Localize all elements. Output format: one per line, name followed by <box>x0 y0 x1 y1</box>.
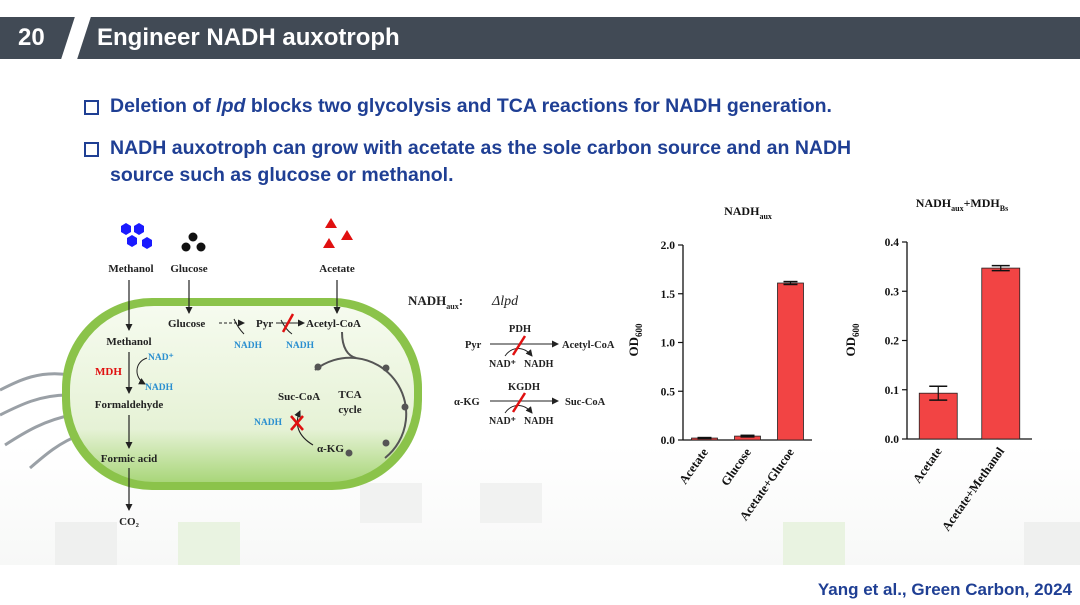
y-tick-label: 2.0 <box>661 240 676 252</box>
formic-acid-label: Formic acid <box>101 453 158 465</box>
citation: Yang et al., Green Carbon, 2024 <box>817 580 1072 599</box>
glycolysis-nadh-label: NADH <box>234 341 263 351</box>
methanol-label: Methanol <box>108 263 153 275</box>
square-bullet-icon <box>84 142 99 157</box>
pyruvate-label: Pyr <box>256 318 273 330</box>
methanol-nadh-label: NADH <box>145 383 174 393</box>
title-bar <box>0 17 1080 59</box>
kgdh-enzyme-label: KGDH <box>508 382 540 393</box>
y-tick-label: 1.5 <box>661 289 676 301</box>
bar <box>981 267 1021 440</box>
mdh-cofactor-arrow <box>136 357 148 385</box>
pdh-substrate-label: Pyr <box>465 340 482 351</box>
acetate-label: Acetate <box>319 263 355 275</box>
kgdh-substrate-label: α-KG <box>454 397 480 408</box>
pdh-reaction-blocked-mark <box>511 335 527 356</box>
pdh-nadh-label: NADH <box>286 341 315 351</box>
methanol-nad-plus-label: NAD⁺ <box>148 353 174 363</box>
category-label: Glucose <box>718 445 754 488</box>
bullet-2-text: NADH auxotroph can grow with acetate as … <box>110 137 852 186</box>
glycolysis-cofactor-arrow <box>233 318 245 335</box>
category-label: Acetate <box>910 444 945 485</box>
background-tile <box>178 522 240 565</box>
lpd-deletion-label: Δlpd <box>491 294 519 309</box>
tca-node <box>314 363 322 371</box>
co2-label: CO₂ <box>119 516 140 528</box>
pdh-product-label: Acetyl-CoA <box>562 340 615 351</box>
kgdh-blocked-mark <box>290 415 304 431</box>
slide-number: 20 <box>18 24 45 51</box>
flagellum <box>0 393 69 417</box>
category-label: Acetate+Methanol <box>939 444 1007 533</box>
tca-node <box>382 439 390 447</box>
pdh-cofactor-arrow <box>280 319 293 335</box>
glucose-label: Glucose <box>170 263 207 275</box>
genotype-label: NADHaux: <box>408 293 463 311</box>
chart-title: NADHaux+MDHBs <box>916 196 1008 213</box>
kgdh-nad-plus-label: NAD⁺ <box>489 416 516 427</box>
bullet-1-text: Deletion of lpd blocks two glycolysis an… <box>110 95 832 117</box>
bar <box>777 282 804 441</box>
flagellum <box>0 372 71 392</box>
y-tick-label: 0.0 <box>661 435 676 447</box>
tca-node <box>401 403 409 411</box>
flagellum <box>4 413 73 447</box>
y-axis-label: OD600 <box>843 323 861 357</box>
square-bullet-icon <box>84 100 99 115</box>
background-tile <box>480 483 542 523</box>
formaldehyde-label: Formaldehyde <box>95 399 164 411</box>
y-tick-label: 1.0 <box>661 338 676 350</box>
category-label: Acetate <box>676 445 711 486</box>
tca-node <box>345 449 353 457</box>
kgdh-reaction-blocked-mark <box>511 392 527 413</box>
y-tick-label: 0.5 <box>661 386 676 398</box>
pdh-enzyme-label: PDH <box>509 324 531 335</box>
methanol-inner-label: Methanol <box>106 336 151 348</box>
y-tick-label: 0.2 <box>885 336 900 348</box>
tca-nadh-label: NADH <box>254 418 283 428</box>
y-tick-label: 0.1 <box>885 385 900 397</box>
background-tile <box>360 483 422 523</box>
kgdh-arrow <box>294 410 314 446</box>
pdh-nadh-product-label: NADH <box>524 359 554 370</box>
pdh-blocked-mark <box>281 313 295 333</box>
glucose-inner-label: Glucose <box>168 318 205 330</box>
background-tile <box>1024 522 1080 565</box>
y-tick-label: 0.4 <box>885 237 900 249</box>
pdh-nad-plus-label: NAD⁺ <box>489 359 516 370</box>
bar-chart-nadh-aux-mdh: NADHaux+MDHBs OD600 0.0 0.1 0.2 0.3 0.4 Acet… <box>843 196 1032 534</box>
glucose-molecules-icon <box>181 232 206 252</box>
slide-title: Engineer NADH auxotroph <box>97 24 400 51</box>
y-tick-label: 0.0 <box>885 434 900 446</box>
alpha-kg-label: α-KG <box>317 443 344 455</box>
tca-label: TCA <box>338 389 361 401</box>
tca-cycle-circle <box>314 356 408 459</box>
mdh-enzyme-label: MDH <box>95 366 122 378</box>
y-tick-label: 0.3 <box>885 286 900 298</box>
tca-node <box>382 364 390 372</box>
chart-title: NADHaux <box>724 204 772 221</box>
methanol-molecules-icon <box>121 223 152 249</box>
acetate-molecules-icon <box>323 218 353 248</box>
background-tile <box>55 522 117 565</box>
cycle-label: cycle <box>338 404 361 416</box>
acetyl-coa-label: Acetyl-CoA <box>306 318 361 330</box>
cell-interior <box>70 306 414 482</box>
succinyl-coa-label: Suc-CoA <box>278 391 320 403</box>
y-axis-label: OD600 <box>626 323 644 357</box>
metabolic-pathway-diagram: Methanol Glucose Acetate Methanol MDH NA… <box>0 218 615 528</box>
kgdh-nadh-product-label: NADH <box>524 416 554 427</box>
kgdh-product-label: Suc-CoA <box>565 397 606 408</box>
pdh-reaction-cofactor-arrow <box>504 348 533 357</box>
kgdh-reaction-cofactor-arrow <box>504 405 533 414</box>
background-tile <box>783 522 845 565</box>
